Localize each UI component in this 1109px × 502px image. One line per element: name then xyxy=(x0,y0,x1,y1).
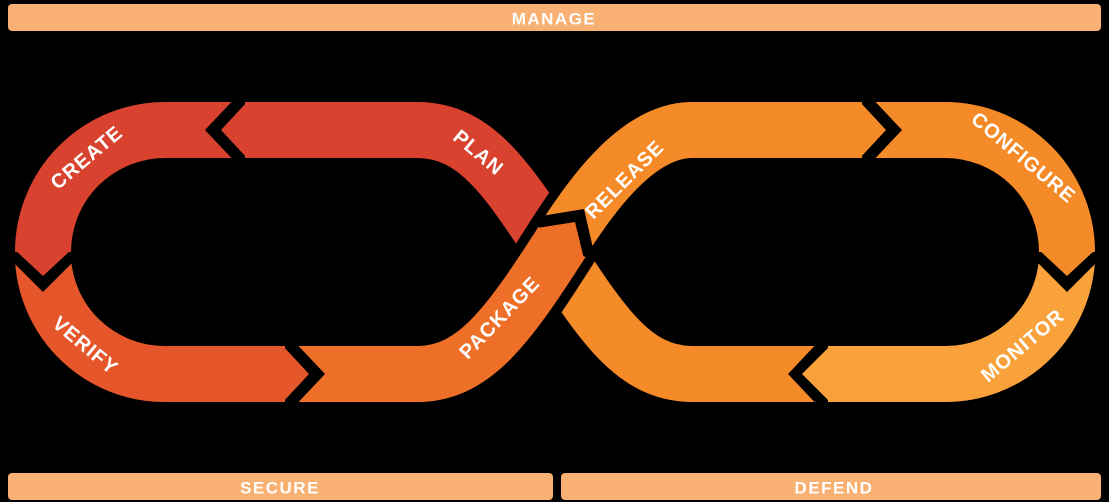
plan-arrowhead xyxy=(221,102,247,158)
defend-band-label: DEFEND xyxy=(795,479,874,498)
manage-band xyxy=(8,4,1101,31)
release-arrowhead xyxy=(860,102,886,158)
defend-band xyxy=(561,473,1101,500)
verify-arrowhead xyxy=(283,346,309,402)
configure-arrowhead xyxy=(1039,250,1095,276)
create-arrowhead xyxy=(15,250,71,276)
package-arrowhead xyxy=(537,222,584,259)
manage-band-label: MANAGE xyxy=(512,10,597,29)
monitor-arrowhead xyxy=(802,346,830,402)
secure-band-label: SECURE xyxy=(240,479,320,498)
configure-segment xyxy=(870,102,1095,253)
package-segment xyxy=(293,226,586,402)
create-segment xyxy=(15,102,237,253)
secure-band xyxy=(8,473,553,500)
